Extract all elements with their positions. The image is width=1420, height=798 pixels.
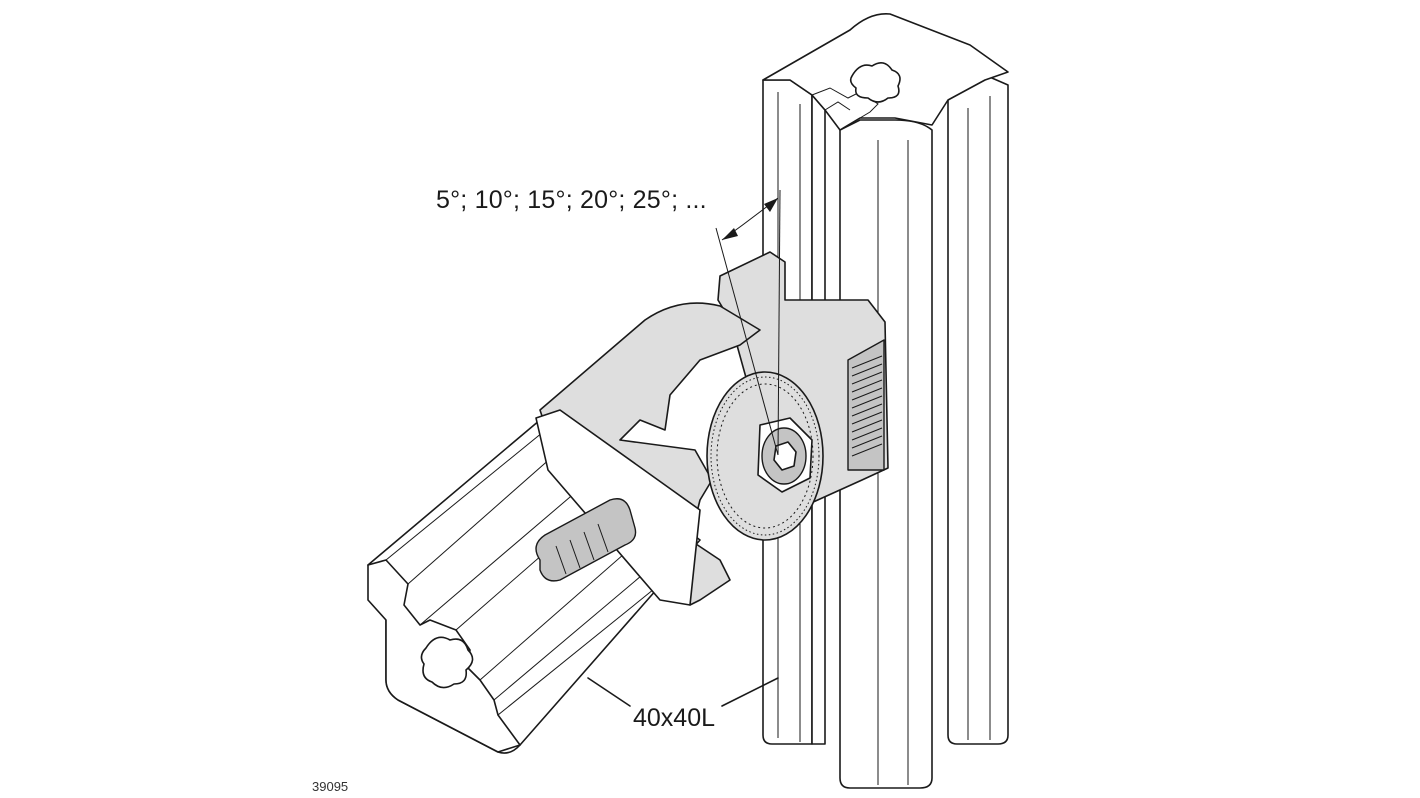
profile-size-label: 40x40L <box>633 704 716 732</box>
joint-connector <box>535 251 889 606</box>
angle-dimension <box>715 189 781 456</box>
arrow-head-right <box>764 198 778 212</box>
arrow-head-left <box>722 228 738 240</box>
knurled-grip <box>851 355 883 457</box>
hex-socket-screw <box>757 417 813 493</box>
drawing-number: 39095 <box>312 779 349 794</box>
angle-steps-label: 5°; 10°; 15°; 20°; 25°; ... <box>436 186 707 214</box>
vertical-profile <box>721 13 1009 789</box>
threaded-bolt <box>535 498 637 582</box>
